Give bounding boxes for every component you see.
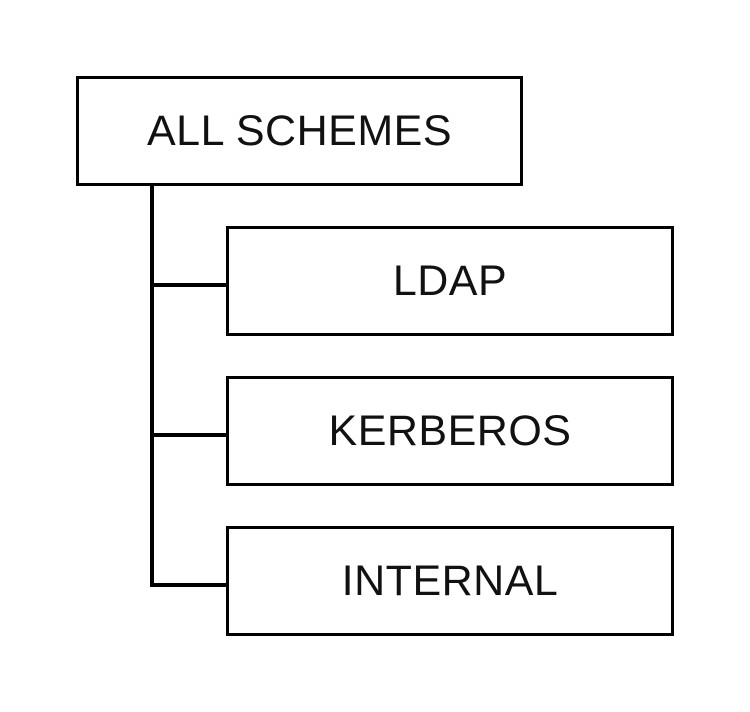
child-node-label: INTERNAL [341, 556, 559, 605]
child-node-label: LDAP [392, 256, 508, 305]
child-node-label: KERBEROS [328, 406, 572, 455]
branch-connector-ldap [150, 283, 228, 287]
branch-connector-kerberos [150, 433, 228, 437]
root-node-all-schemes: ALL SCHEMES [76, 76, 523, 186]
tree-trunk-connector [150, 185, 154, 587]
child-node-internal: INTERNAL [226, 526, 674, 636]
child-node-ldap: LDAP [226, 226, 674, 336]
child-node-kerberos: KERBEROS [226, 376, 674, 486]
root-node-label: ALL SCHEMES [146, 106, 452, 155]
branch-connector-internal [150, 583, 228, 587]
